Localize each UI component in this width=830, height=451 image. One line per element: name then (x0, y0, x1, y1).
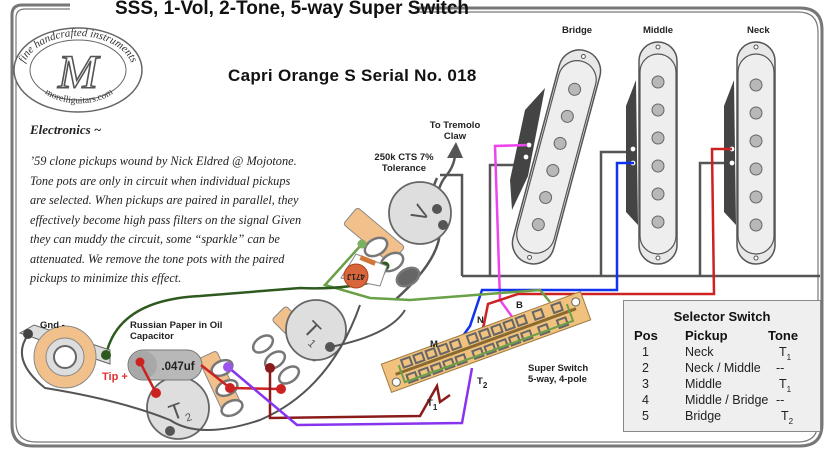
tremolo-label: To Tremolo Claw (429, 120, 481, 142)
switch-label-m: M (430, 339, 438, 350)
jack-tip-label: Tip + (102, 371, 128, 383)
treble-cap-value: 471J (347, 272, 365, 281)
row3-pos: 3 (642, 377, 649, 391)
electronics-heading: Electronics ~ (30, 122, 102, 137)
volume-pot-label: 250k CTS 7% Tolerance (374, 152, 434, 174)
pickup-bridge (510, 49, 602, 265)
pot-ground-loop (20, 304, 406, 431)
switch-label-b: B (516, 300, 523, 311)
row4-pickup: Middle / Bridge (685, 393, 769, 407)
treble-bleed-cap: 471J (340, 253, 388, 289)
selector-table-title: Selector Switch (673, 309, 771, 324)
row5-pos: 5 (642, 409, 649, 423)
electronics-description: ’59 clone pickups wound by Nick Eldred @… (30, 154, 302, 285)
pickup-label-middle: Middle (643, 25, 674, 36)
header-pickup: Pickup (685, 328, 728, 343)
row3-pickup: Middle (685, 377, 722, 391)
switch-label-t1: T1 (427, 398, 438, 412)
row4-tone: -- (776, 393, 785, 407)
neck-hot-wire (478, 147, 732, 339)
volume-output-wire (322, 243, 551, 303)
switch-label-n: N (477, 315, 484, 326)
capacitor-value: .047uf (161, 361, 194, 373)
pickup-neck (724, 41, 776, 265)
row2-pos: 2 (642, 361, 649, 375)
pickup-middle (626, 41, 678, 265)
row1-pos: 1 (642, 345, 649, 359)
switch-label-t2: T2 (477, 376, 488, 390)
logo-monogram: M (57, 46, 101, 99)
jack-ground-label: Gnd - (40, 320, 65, 331)
output-jack (18, 324, 111, 389)
tone-capacitor: .047uf (127, 349, 203, 381)
morelli-logo: fine handcrafted instruments morelliguit… (13, 27, 143, 113)
row3-tone: T1 (779, 377, 792, 394)
row2-tone: -- (776, 361, 785, 375)
capacitor-label: Russian Paper in Oil Capacitor (130, 320, 223, 342)
row5-pickup: Bridge (685, 409, 722, 423)
pickup-label-bridge: Bridge (562, 25, 593, 36)
tone2-pot: T2 (146, 351, 244, 440)
page-frame (10, 3, 824, 448)
selector-switch-table: Selector Switch Pos Pickup Tone 1 Neck T… (623, 300, 821, 432)
super-switch (380, 291, 592, 393)
row2-pickup: Neck / Middle (685, 361, 761, 375)
volume-pot: V (343, 181, 452, 288)
diagram-title: SSS, 1-Vol, 2-Tone, 5-way Super Switch (115, 0, 470, 19)
header-pos: Pos (634, 328, 658, 343)
pickup-label-neck: Neck (747, 25, 770, 36)
row1-pickup: Neck (685, 345, 714, 359)
row5-tone: T2 (781, 409, 794, 426)
guitar-subtitle: Capri Orange S Serial No. 018 (228, 66, 477, 85)
header-tone: Tone (768, 328, 799, 343)
row4-pos: 4 (642, 393, 649, 407)
row1-tone: T1 (779, 345, 792, 362)
tone1-pot: T1 (251, 299, 347, 385)
